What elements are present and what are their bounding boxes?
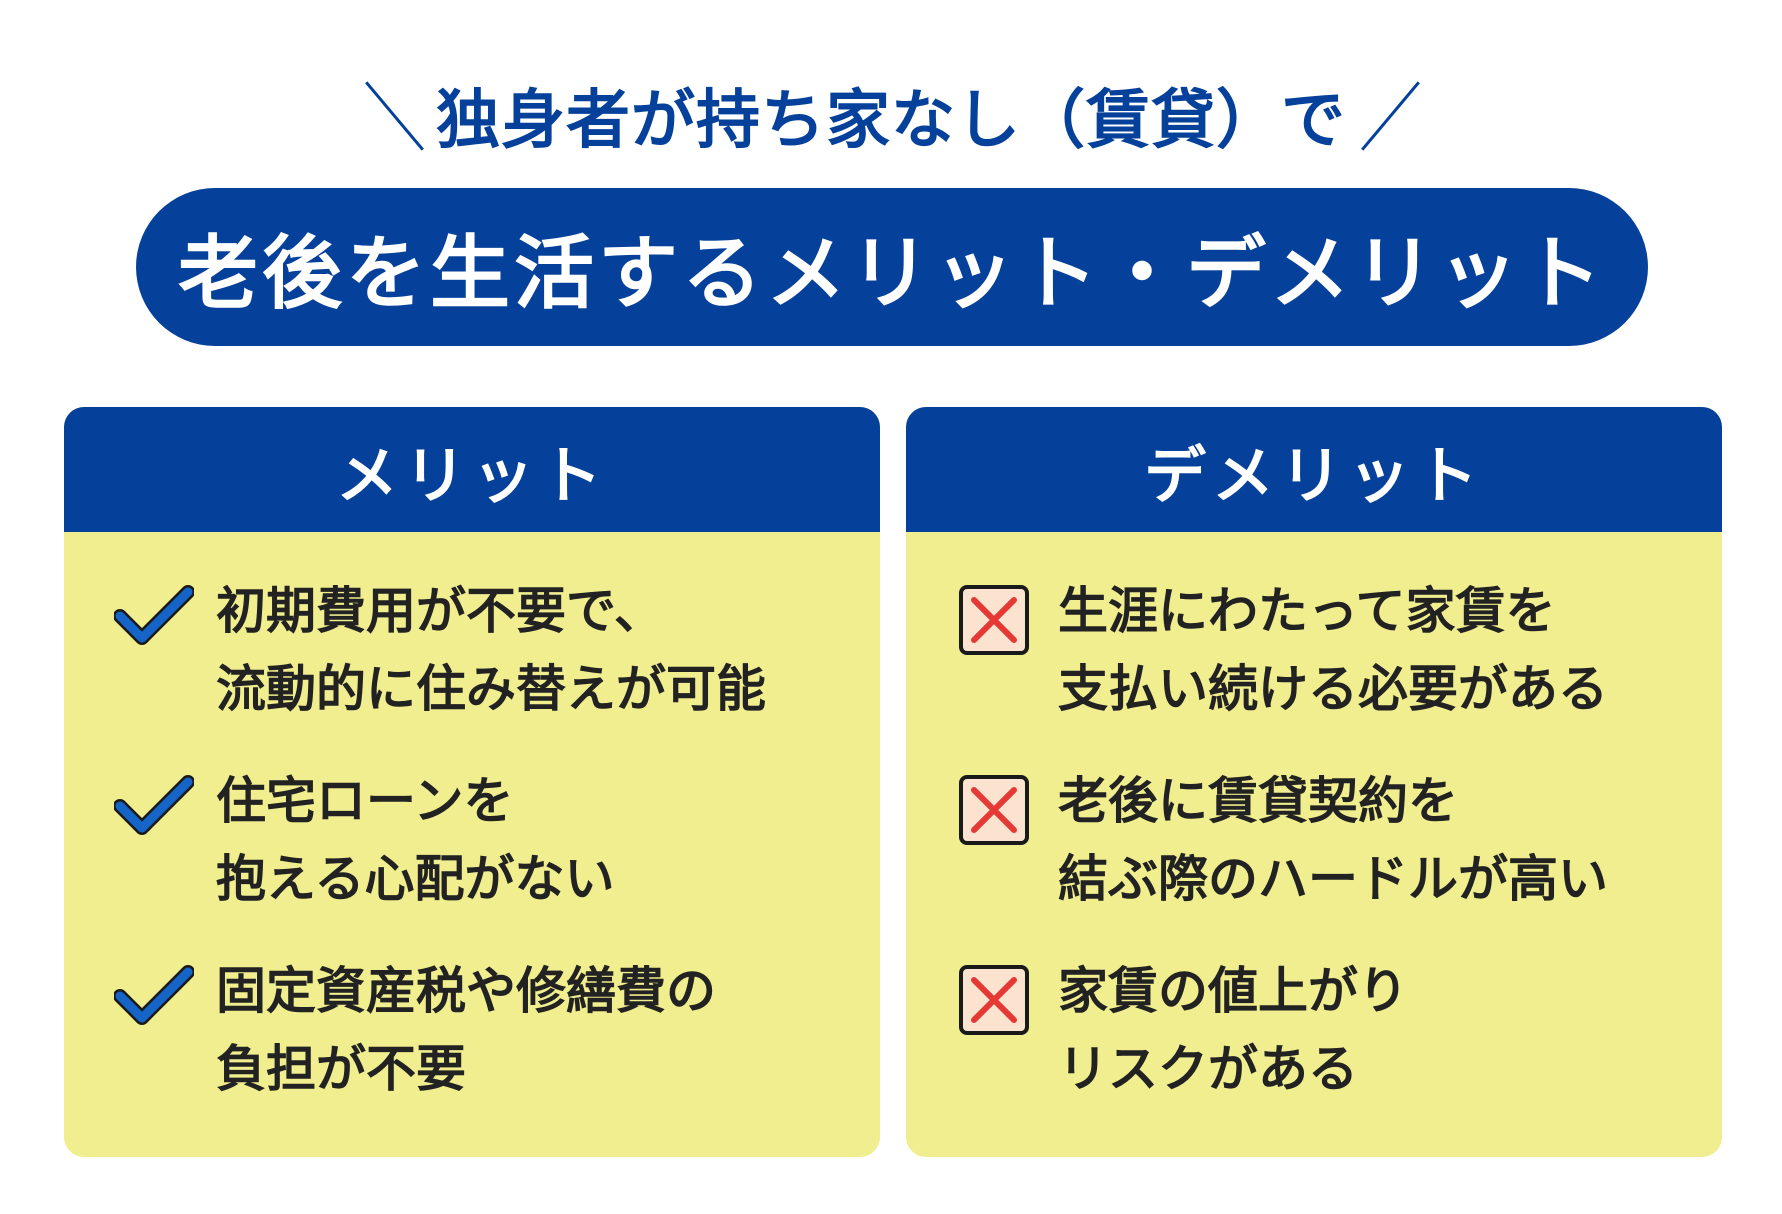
demerit-item-line: 老後に賃貸契約を (1058, 772, 1458, 830)
subtitle: 独身者が持ち家なし（賃貸）で (0, 70, 1782, 160)
demerit-item-text: 家賃の値上がり リスクがある (1058, 952, 1408, 1108)
merit-item-text: 固定資産税や修繕費の 負担が不要 (216, 952, 716, 1108)
merit-item-line: 固定資産税や修繕費の (216, 962, 716, 1020)
merit-header: メリット (64, 407, 880, 532)
merit-item-line: 流動的に住み替えが可能 (216, 660, 766, 718)
demerit-item: 生涯にわたって家賃を 支払い続ける必要がある (906, 572, 1722, 732)
merit-item: 初期費用が不要で、 流動的に住み替えが可能 (64, 572, 880, 732)
subtitle-text: 独身者が持ち家なし（賃貸）で (436, 84, 1346, 158)
check-icon (114, 585, 194, 645)
merit-item-line: 負担が不要 (216, 1040, 466, 1098)
merit-item-line: 抱える心配がない (216, 850, 615, 908)
check-icon (114, 775, 194, 835)
merit-item-line: 初期費用が不要で、 (216, 582, 664, 640)
merit-item-line: 住宅ローンを (216, 772, 514, 830)
demerit-heading: デメリット (1143, 438, 1484, 512)
cross-icon (959, 965, 1029, 1035)
merit-item: 住宅ローンを 抱える心配がない (64, 762, 880, 922)
merit-item-text: 初期費用が不要で、 流動的に住み替えが可能 (216, 572, 766, 728)
demerit-item-line: リスクがある (1058, 1040, 1358, 1098)
check-icon (114, 965, 194, 1025)
merit-item: 固定資産税や修繕費の 負担が不要 (64, 952, 880, 1112)
cross-icon (959, 585, 1029, 655)
demerit-item-text: 老後に賃貸契約を 結ぶ際のハードルが高い (1058, 762, 1608, 918)
merit-item-text: 住宅ローンを 抱える心配がない (216, 762, 615, 918)
title-banner: 老後を生活するメリット・デメリット (136, 188, 1648, 346)
demerit-header: デメリット (906, 407, 1722, 532)
demerit-item: 老後に賃貸契約を 結ぶ際のハードルが高い (906, 762, 1722, 922)
cross-icon (959, 775, 1029, 845)
demerit-item-line: 支払い続ける必要がある (1058, 660, 1608, 718)
merit-panel: メリット 初期費用が不要で、 流動的に住み替えが可能 住宅ローン (64, 407, 880, 1157)
demerit-panel: デメリット 生涯にわたって家賃を 支払い続ける必要がある 老後に (906, 407, 1722, 1157)
left-slash-decoration (358, 78, 428, 152)
right-slash-decoration (1354, 78, 1424, 152)
page-title: 老後を生活するメリット・デメリット (178, 227, 1606, 320)
demerit-item-line: 結ぶ際のハードルが高い (1058, 850, 1608, 908)
demerit-item-text: 生涯にわたって家賃を 支払い続ける必要がある (1058, 572, 1608, 728)
merit-heading: メリット (335, 438, 608, 512)
demerit-item: 家賃の値上がり リスクがある (906, 952, 1722, 1112)
demerit-item-line: 生涯にわたって家賃を (1058, 582, 1556, 640)
demerit-item-line: 家賃の値上がり (1058, 962, 1408, 1020)
